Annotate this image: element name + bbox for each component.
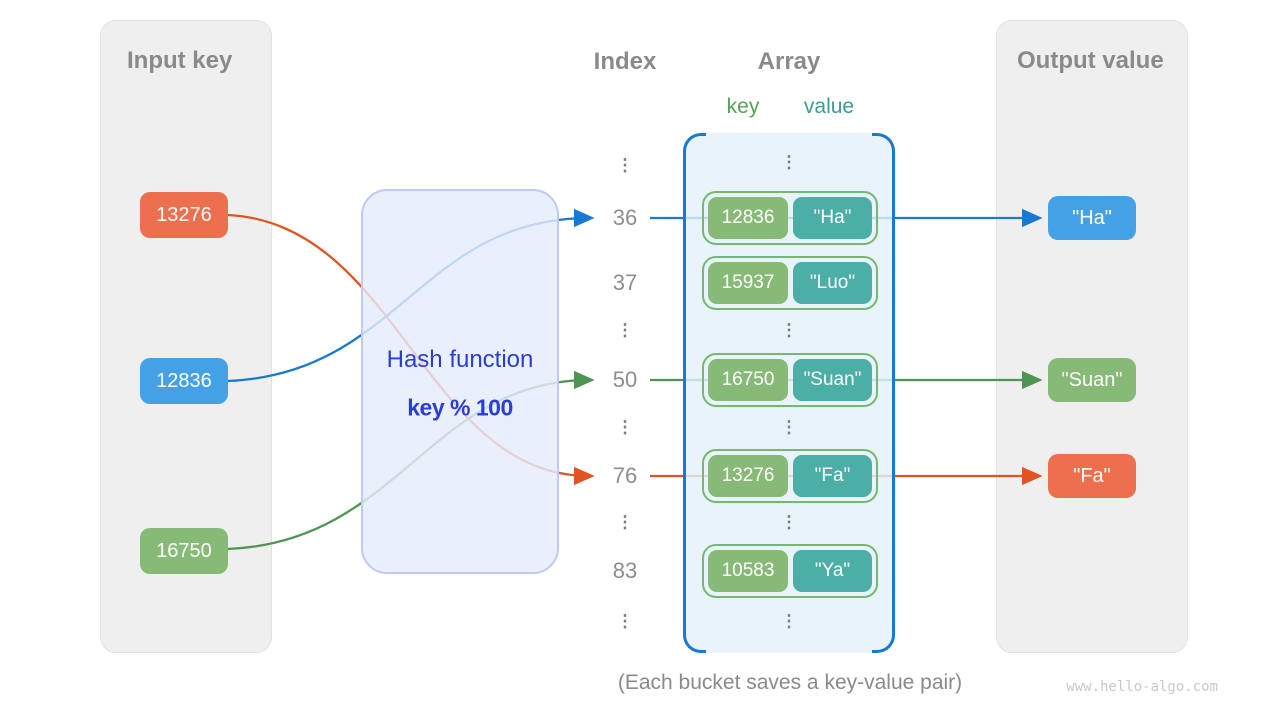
bucket-value: "Ya": [793, 550, 872, 592]
bucket-83: 10583 "Ya": [702, 544, 878, 598]
bucket-37: 15937 "Luo": [702, 256, 878, 310]
bucket-value: "Suan": [793, 359, 872, 401]
output-value-fa: "Fa": [1048, 454, 1136, 498]
index-50: 50: [612, 367, 638, 392]
bucket-value: "Ha": [793, 197, 872, 239]
index-36: 36: [612, 205, 638, 230]
bucket-key: 12836: [708, 197, 788, 239]
index-76: 76: [612, 463, 638, 488]
array-ellipsis: ⋮: [780, 320, 798, 340]
hash-function-formula: key % 100: [407, 394, 513, 421]
array-column-title: Array: [757, 48, 821, 75]
input-key-13276: 13276: [140, 192, 228, 238]
index-column-title: Index: [593, 48, 657, 75]
array-ellipsis: ⋮: [780, 152, 798, 172]
bucket-76: 13276 "Fa": [702, 449, 878, 503]
array-ellipsis: ⋮: [780, 611, 798, 631]
index-ellipsis: ⋮: [616, 155, 634, 175]
index-37: 37: [612, 270, 638, 295]
index-ellipsis: ⋮: [616, 320, 634, 340]
bucket-value: "Luo": [793, 262, 872, 304]
index-ellipsis: ⋮: [616, 512, 634, 532]
array-ellipsis: ⋮: [780, 512, 798, 532]
bucket-key: 10583: [708, 550, 788, 592]
index-ellipsis: ⋮: [616, 417, 634, 437]
output-value-panel: Output value: [996, 20, 1188, 653]
output-value-ha: "Ha": [1048, 196, 1136, 240]
bucket-value: "Fa": [793, 455, 872, 497]
value-column-label: value: [803, 95, 855, 118]
array-bracket-right: [872, 133, 895, 653]
bucket-key: 16750: [708, 359, 788, 401]
watermark: www.hello-algo.com: [1066, 679, 1218, 695]
hash-function-title: Hash function: [386, 346, 534, 373]
index-ellipsis: ⋮: [616, 611, 634, 631]
bucket-key: 13276: [708, 455, 788, 497]
input-key-16750: 16750: [140, 528, 228, 574]
output-value-suan: "Suan": [1048, 358, 1136, 402]
index-83: 83: [612, 558, 638, 583]
key-column-label: key: [726, 95, 760, 118]
bucket-key: 15937: [708, 262, 788, 304]
bucket-36: 12836 "Ha": [702, 191, 878, 245]
array-bracket-left: [683, 133, 706, 653]
array-ellipsis: ⋮: [780, 417, 798, 437]
bucket-50: 16750 "Suan": [702, 353, 878, 407]
diagram-caption: (Each bucket saves a key-value pair): [617, 671, 963, 694]
output-panel-title: Output value: [1017, 47, 1164, 74]
input-key-12836: 12836: [140, 358, 228, 404]
hash-function-box: Hash function key % 100: [361, 189, 559, 574]
input-panel-title: Input key: [127, 47, 233, 74]
